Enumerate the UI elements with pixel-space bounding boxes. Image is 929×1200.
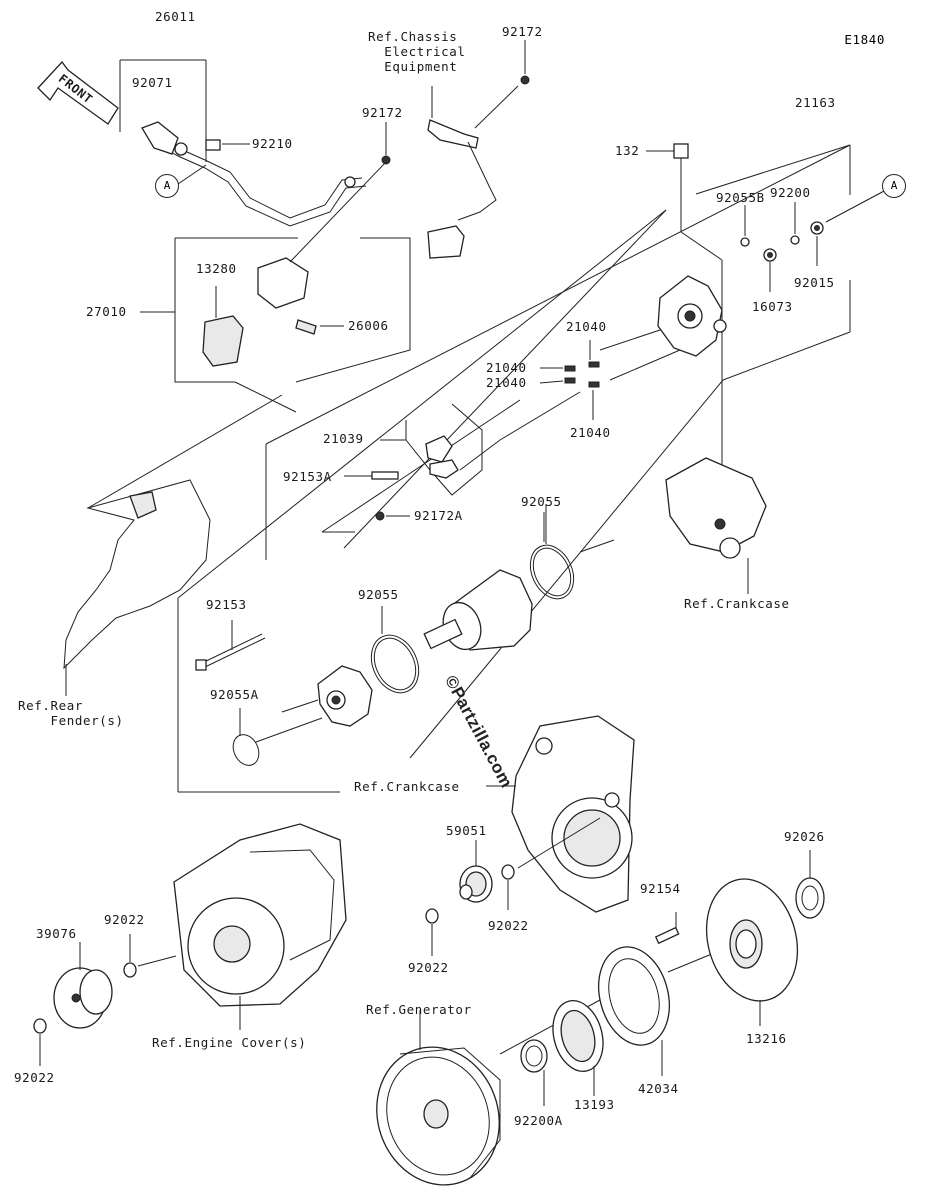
starter-ring-gear-drawing (705, 850, 825, 1026)
explosion-guide-lines (177, 144, 851, 793)
callout-92153A: 92153A (283, 469, 332, 484)
front-arrow-icon (37, 60, 119, 125)
callout-92153: 92153 (206, 597, 247, 612)
starter-relay-frame (140, 161, 411, 413)
callout-92055A: 92055A (210, 687, 259, 702)
callout-92022-center: 92022 (488, 918, 529, 933)
callout-13193: 13193 (574, 1097, 615, 1112)
callout-13280: 13280 (196, 261, 237, 276)
connector-tag-right: A (882, 174, 906, 198)
callout-92055B: 92055B (716, 190, 765, 205)
callout-92200A: 92200A (514, 1113, 563, 1128)
center-crankcase-drawing (486, 715, 635, 913)
callout-21040-top: 21040 (566, 319, 607, 334)
crankcase-right-drawing (665, 457, 767, 594)
callout-92015: 92015 (794, 275, 835, 290)
callout-21039: 21039 (323, 431, 364, 446)
starter-yoke-drawing (423, 569, 533, 651)
battery-cable-drawing (119, 59, 391, 227)
brush-holder-drawing (344, 403, 483, 521)
engine-cover-drawing (173, 823, 347, 1030)
callout-42034: 42034 (638, 1081, 679, 1096)
small-hardware-right (740, 189, 887, 292)
ref-engine-cover: Ref.Engine Cover(s) (152, 1035, 307, 1050)
starter-clutch-drawing (520, 912, 737, 1106)
chassis-lead-drawing (427, 40, 530, 259)
callout-59051: 59051 (446, 823, 487, 838)
callout-92172-left: 92172 (362, 105, 403, 120)
callout-92022-lower: 92022 (408, 960, 449, 975)
ref-generator: Ref.Generator (366, 1002, 472, 1017)
callout-92172A: 92172A (414, 508, 463, 523)
gear-39076-drawing (33, 934, 177, 1066)
starter-end-cover-drawing (657, 275, 727, 357)
callout-27010: 27010 (86, 304, 127, 319)
callout-92200: 92200 (770, 185, 811, 200)
callout-92055-left: 92055 (358, 587, 399, 602)
callout-21163: 21163 (795, 95, 836, 110)
callout-92154: 92154 (640, 881, 681, 896)
callout-92172-right: 92172 (502, 24, 543, 39)
rear-fender-drawing (63, 394, 283, 696)
callout-39076: 39076 (36, 926, 77, 941)
callout-16073: 16073 (752, 299, 793, 314)
callout-21040-bottom: 21040 (570, 425, 611, 440)
diagram-id: E1840 (844, 32, 885, 47)
callout-21040-mid: 21040 (486, 360, 527, 375)
ref-chassis-electrical: Ref.Chassis Electrical Equipment (368, 29, 466, 74)
callout-92055-right: 92055 (521, 494, 562, 509)
callout-92210: 92210 (252, 136, 293, 151)
bolt-132-drawing (646, 143, 723, 500)
ref-crankcase-right: Ref.Crankcase (684, 596, 790, 611)
callout-21040-low: 21040 (486, 375, 527, 390)
ref-rear-fender: Ref.Rear Fender(s) (18, 698, 124, 728)
callout-92022-left: 92022 (14, 1070, 55, 1085)
callout-92026: 92026 (784, 829, 825, 844)
brush-set-drawing (539, 340, 600, 420)
callout-92071: 92071 (132, 75, 173, 90)
connector-tag-left: A (155, 174, 179, 198)
callout-26011: 26011 (155, 9, 196, 24)
callout-92022-upper: 92022 (104, 912, 145, 927)
idler-gear-drawing (425, 817, 601, 956)
callout-132: 132 (615, 143, 640, 158)
callout-13216: 13216 (746, 1031, 787, 1046)
o-rings-drawing (232, 512, 575, 766)
generator-rotor-drawing (376, 999, 601, 1186)
ref-crankcase-center: Ref.Crankcase (354, 779, 460, 794)
front-bracket-drawing (195, 620, 373, 743)
callout-26006: 26006 (348, 318, 389, 333)
